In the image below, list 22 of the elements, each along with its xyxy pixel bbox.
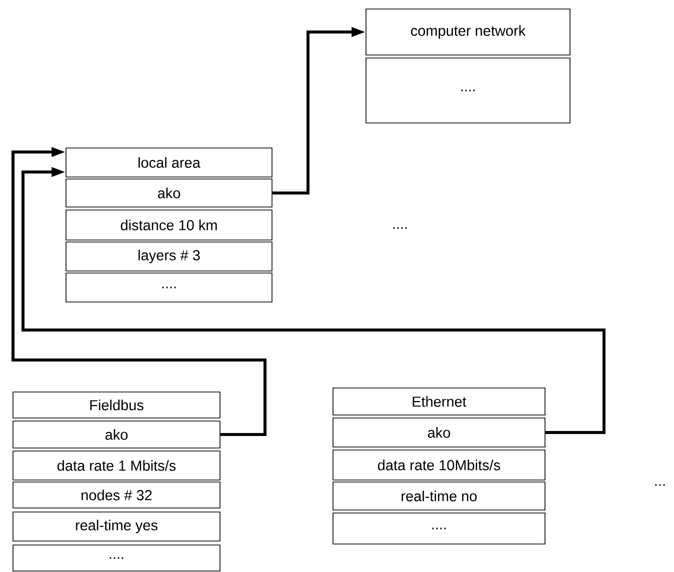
table-cell: .... <box>66 272 272 302</box>
table-cell: Ethernet <box>332 388 546 416</box>
table-cell: distance 10 km <box>66 210 272 240</box>
table-cell: computer network <box>366 8 570 56</box>
table-cell: .... <box>332 512 546 544</box>
table-cell: data rate 1 Mbits/s <box>12 450 220 480</box>
table-cell: real-time yes <box>12 512 220 542</box>
table-cell: .... <box>12 544 220 572</box>
arrow <box>22 167 606 434</box>
ellipsis-text: ... <box>655 484 665 486</box>
table-cell: Fieldbus <box>12 392 220 418</box>
table-cell: ako <box>12 420 220 448</box>
table-cell: ako <box>332 418 546 448</box>
table-cell: layers # 3 <box>66 242 272 272</box>
table-cell: nodes # 32 <box>12 482 220 508</box>
table-cell: local area <box>66 148 272 178</box>
table-cell: real-time no <box>332 482 546 510</box>
table-cell: ako <box>66 178 272 208</box>
table-cell: data rate 10Mbits/s <box>332 450 546 480</box>
table-cell: .... <box>366 58 570 124</box>
ellipsis-text: .... <box>393 227 407 229</box>
arrow <box>12 147 266 436</box>
